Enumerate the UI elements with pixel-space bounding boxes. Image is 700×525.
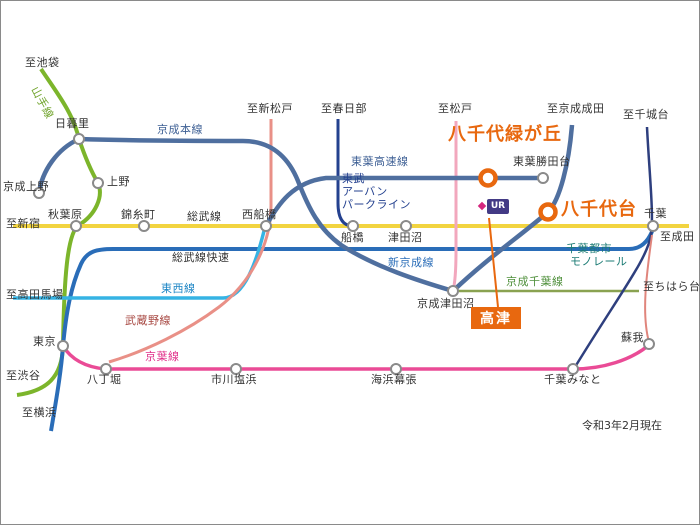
station-marker-toyo-katsutadai <box>537 172 549 184</box>
highlight-label-yachiyodai: 八千代台 <box>561 199 637 220</box>
takatsu-pointer-line <box>488 217 499 308</box>
label-sobu-line: 総武線 <box>187 210 222 223</box>
label-tozai-line: 東西線 <box>161 282 196 295</box>
dest-chishirodai: 至千城台 <box>623 108 669 121</box>
label-tobu-urban-park-1: 東武 <box>342 172 365 185</box>
label-shinkeisei-line: 新京成線 <box>388 256 434 269</box>
sobu-rapid-line-path <box>49 228 655 432</box>
label-tobu-urban-park-3: パークライン <box>342 198 411 211</box>
station-label-nishi-funabashi: 西船橋 <box>242 208 277 221</box>
station-marker-kinshicho <box>138 220 150 232</box>
station-label-keisei-ueno: 京成上野 <box>3 180 49 193</box>
highlight-label-yachiyo-midorigaoka: 八千代緑が丘 <box>448 124 562 145</box>
station-label-funabashi: 船橋 <box>341 231 364 244</box>
label-keisei-chiba-line: 京成千葉線 <box>506 275 564 288</box>
station-marker-tsudanuma <box>400 220 412 232</box>
station-label-hatchobori: 八丁堀 <box>87 373 122 386</box>
station-label-soga: 蘇我 <box>621 331 644 344</box>
station-marker-hatchobori <box>100 363 112 375</box>
station-marker-tokyo <box>57 340 69 352</box>
dest-shibuya: 至渋谷 <box>6 369 41 382</box>
station-marker-yachiyo-midorigaoka-highlight <box>478 168 498 188</box>
dest-kasukabe: 至春日部 <box>321 102 367 115</box>
station-label-chiba-minato: 千葉みなと <box>544 373 602 386</box>
label-chiba-monorail-2: モノレール <box>570 255 628 268</box>
shinkeisei-line-path <box>451 121 458 292</box>
station-label-kaihin-makuhari: 海浜幕張 <box>371 373 417 386</box>
label-keiyo-line: 京葉線 <box>145 350 180 363</box>
station-label-keisei-tsudanuma: 京成津田沼 <box>417 297 475 310</box>
station-marker-nippori <box>73 133 85 145</box>
station-marker-keisei-tsudanuma <box>447 285 459 297</box>
ur-logo: UR <box>477 198 509 214</box>
takatsu-callout-label: 高津 <box>480 311 512 327</box>
station-marker-chiba <box>647 220 659 232</box>
label-musashino-line: 武蔵野線 <box>125 314 171 327</box>
station-marker-akihabara <box>70 220 82 232</box>
label-toyo-rapid-line: 東葉高速線 <box>351 155 409 168</box>
station-label-ueno: 上野 <box>107 175 130 188</box>
station-label-nippori: 日暮里 <box>55 117 90 130</box>
station-label-kinshicho: 錦糸町 <box>121 208 156 221</box>
ur-logo-text: UR <box>487 198 509 214</box>
station-marker-soga <box>643 338 655 350</box>
ur-logo-mark-icon <box>477 201 487 211</box>
label-keisei-main-line: 京成本線 <box>157 123 203 136</box>
station-label-ichikawa-shiohama: 市川塩浜 <box>211 373 257 386</box>
dest-shinmatsudo: 至新松戸 <box>247 102 293 115</box>
label-sobu-rapid-line: 総武線快速 <box>172 251 230 264</box>
station-marker-funabashi <box>347 220 359 232</box>
station-marker-ueno <box>92 177 104 189</box>
dest-chiharadai: 至ちはら台 <box>643 280 700 293</box>
label-chiba-monorail-1: 千葉都市 <box>566 242 612 255</box>
dest-yokohama: 至横浜 <box>22 406 57 419</box>
takatsu-callout-box: 高津 <box>471 307 521 329</box>
dest-shinjuku: 至新宿 <box>6 217 41 230</box>
station-marker-ichikawa-shiohama <box>230 363 242 375</box>
map-date-note: 令和3年2月現在 <box>582 419 662 432</box>
toyo-rapid-line-path <box>264 175 543 228</box>
station-marker-kaihin-makuhari <box>390 363 402 375</box>
station-marker-keisei-ueno <box>33 187 45 199</box>
keisei-main-line-path <box>78 136 454 294</box>
keisei-main-ueno-branch-path <box>36 136 80 194</box>
station-label-tokyo: 東京 <box>33 335 56 348</box>
dest-keisei-narita: 至京成成田 <box>547 102 605 115</box>
station-marker-chiba-minato <box>567 363 579 375</box>
station-label-akihabara: 秋葉原 <box>48 208 83 221</box>
dest-takadanobaba: 至高田馬場 <box>6 288 64 301</box>
station-label-chiba: 千葉 <box>644 207 667 220</box>
soga-chiba-line-path <box>644 234 653 343</box>
label-tobu-urban-park-2: アーバン <box>342 185 388 198</box>
station-marker-yachiyodai-highlight <box>538 202 558 222</box>
station-label-tsudanuma: 津田沼 <box>388 231 423 244</box>
station-label-toyo-katsutadai: 東葉勝田台 <box>513 155 571 168</box>
dest-matsudo: 至松戸 <box>438 102 473 115</box>
dest-ikebukuro: 至池袋 <box>25 56 60 69</box>
dest-narita: 至成田 <box>660 230 695 243</box>
station-marker-nishi-funabashi <box>260 220 272 232</box>
